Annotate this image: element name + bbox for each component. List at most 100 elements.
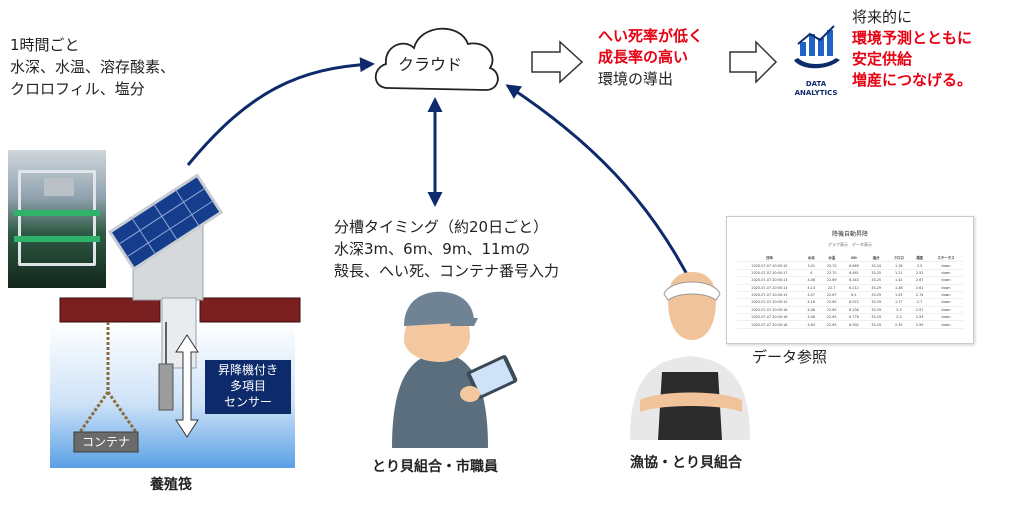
- dashboard-cell: 22.7: [820, 284, 843, 292]
- dashboard-cell: 4: [801, 269, 821, 278]
- dashboard-cell: down: [929, 298, 963, 307]
- dashboard-cell: 2.67: [910, 276, 929, 285]
- sensor-rig-photo: [8, 150, 106, 288]
- dashboard-cell: 33.29: [865, 291, 888, 300]
- dashboard-cell: 4.07: [801, 291, 821, 300]
- dashboard-cell: 2020-07-07 20:00:16: [737, 313, 802, 322]
- cloud-label: クラウド: [398, 55, 463, 74]
- future-text: 将来的に 環境予測とともに 安定供給 増産につなげる。: [852, 6, 972, 91]
- arrow-cloud-to-derive: [531, 40, 584, 84]
- dashboard-cell: 4.13: [801, 284, 821, 292]
- dashboard-cell: 2.97: [910, 306, 929, 315]
- derive-text: へい死率が低く 成長率の高い 環境の導出: [598, 26, 703, 90]
- data-analytics-icon: [794, 25, 840, 69]
- dashboard-cell: 22.70: [820, 269, 843, 278]
- dashboard-header-cell: ステータス: [929, 254, 963, 263]
- sensor-measure-line2: 水深、水温、溶存酸素、: [10, 58, 176, 76]
- dashboard-cell: 22.65: [820, 306, 843, 315]
- dashboard-cell: 4.63: [801, 320, 821, 329]
- worker-label: とり貝組合・市職員: [372, 459, 498, 475]
- dashboard-cell: 2.93: [910, 313, 929, 322]
- dashboard-header-cell: 濁度: [910, 254, 929, 263]
- dashboard-cell: 33.29: [865, 284, 888, 292]
- dashboard-cell: 2020-07-07 20:00:15: [737, 298, 802, 307]
- worker-figure: [392, 291, 518, 448]
- dashboard-cell: 1.42: [887, 276, 911, 285]
- dashboard-cell: 2020-07-07 20:00:15: [737, 291, 802, 300]
- arrow-cloud-fisher: [505, 84, 696, 291]
- derive-line2: 成長率の高い: [598, 48, 689, 66]
- dashboard-cell: 6.776: [842, 313, 866, 322]
- arrow-derive-to-analytics: [729, 40, 778, 84]
- dashboard-cell: 1.21: [887, 269, 911, 278]
- dashboard-cell: 33.24: [865, 261, 888, 270]
- arrow-sensor-to-cloud: [186, 57, 375, 166]
- dashboard-header-cell: 塩分: [865, 254, 888, 263]
- future-line1: 将来的に: [852, 8, 913, 26]
- raft-beam-left: [59, 297, 161, 323]
- dashboard-cell: 33.25: [865, 269, 888, 278]
- dashboard-cell: 4.06: [801, 313, 821, 322]
- sensor-label-line1: 昇降機付き: [217, 363, 278, 377]
- dashboard-cell: 22.65: [820, 320, 843, 329]
- dashboard-cell: 22.65: [820, 298, 843, 307]
- dashboard-cell: 1.38: [887, 284, 911, 292]
- dashboard-cell: 6.236: [842, 306, 866, 315]
- sensor-label: 昇降機付き 多項目 センサー: [205, 362, 291, 410]
- sensor-label-line3: センサー: [223, 395, 272, 409]
- derive-line1: へい死率が低く: [598, 27, 704, 45]
- dashboard-cell: 4.16: [801, 298, 821, 307]
- dashboard-cell: 2.99: [910, 320, 929, 329]
- dashboard-title: 降機自動昇降: [831, 231, 868, 238]
- dashboard-cell: 22.65: [820, 313, 843, 322]
- lift-arrow: [175, 334, 199, 438]
- dashboard-cell: 6.072: [842, 298, 866, 307]
- future-line3: 安定供給: [852, 50, 913, 68]
- data-ref-label: データ参照: [752, 348, 828, 366]
- dashboard-header-cell: DO: [842, 254, 866, 263]
- dashboard-cell: 2020-07-07 20:00:13: [737, 276, 802, 285]
- container-label: コンテナ: [81, 435, 130, 449]
- dashboard-cell: 33.29: [865, 298, 888, 307]
- future-line2: 環境予測とともに: [852, 29, 973, 47]
- fisher-figure: [630, 272, 750, 440]
- fisher-label: 漁協・とり貝組合: [630, 455, 742, 471]
- dashboard-cell: 6.343: [842, 276, 866, 285]
- manual-input-text: 分槽タイミング（約20日ごと） 水深3m、6m、9m、11mの 殻長、へい死、コ…: [334, 216, 559, 282]
- dashboard-cell: 2.7: [910, 298, 929, 307]
- dashboard-cell: down: [929, 261, 963, 270]
- data-analytics-label: DATA ANALYTICS: [786, 80, 846, 98]
- dashboard-cell: 6.669: [842, 261, 866, 270]
- dashboard-cell: 2.52: [910, 269, 929, 278]
- dashboard-cell: 6.902: [842, 320, 866, 329]
- sensor-label-line2: 多項目: [229, 379, 266, 393]
- container-box: [73, 431, 139, 453]
- dashboard-cell: 2.3: [887, 313, 911, 322]
- dashboard-cell: 22.70: [820, 261, 843, 270]
- container-rope: [78, 322, 138, 433]
- dashboard-cell: down: [929, 313, 963, 322]
- dashboard-cell: 6.461: [842, 269, 866, 278]
- raft-label: 養殖筏: [150, 477, 192, 493]
- sensor-measure-line3: クロロフィル、塩分: [10, 80, 145, 98]
- raft-beam-right: [199, 297, 301, 323]
- dashboard-header-cell: 日時: [737, 254, 802, 263]
- dashboard-cell: 2020-07-07 20:00:16: [737, 306, 802, 315]
- dashboard-cell: 33.25: [865, 276, 888, 285]
- dashboard-cell: 3.01: [801, 261, 821, 270]
- derive-line3: 環境の導出: [598, 70, 674, 88]
- dashboard-cell: 2020-07-07 20:00:13: [737, 284, 802, 292]
- dashboard-cell: 1.77: [887, 298, 911, 307]
- dashboard-cell: 1.55: [887, 291, 911, 300]
- dashboard-cell: 2.61: [910, 284, 929, 292]
- dashboard-cell: 33.29: [865, 313, 888, 322]
